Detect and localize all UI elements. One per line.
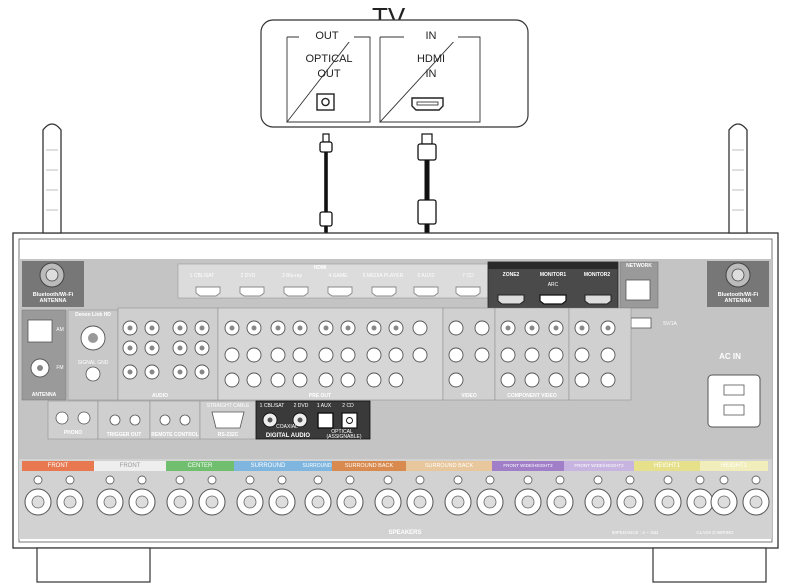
ac-in-socket <box>707 374 761 428</box>
speakers-label: SPEAKERS <box>388 530 422 536</box>
right-foot <box>652 547 767 583</box>
impedance-label: IMPEDANCE : 4 ~ 16Ω <box>611 530 659 535</box>
antenna-label: ANTENNA <box>31 392 57 398</box>
speaker-label-fwh2-l: FRONT WIDE/HEIGHT2 <box>574 463 624 468</box>
tv-in-header: IN <box>404 30 458 42</box>
tv-optical-label-2: OUT <box>317 68 341 80</box>
rca-jacks <box>122 320 616 388</box>
digital-assignable-label: (ASSIGNABLE) <box>326 434 362 440</box>
rs232c-label: RS-232C <box>217 432 239 438</box>
hdmi-in-2: 2 DVD <box>240 273 256 279</box>
digital-in-4-label: 2 CD <box>342 403 354 409</box>
remote-control-label: REMOTE CONTROL <box>151 432 199 438</box>
optical-label: OPTICAL <box>331 429 353 435</box>
video-label: VIDEO <box>461 393 477 399</box>
digital-in-3-label: 1 AUX <box>316 403 332 409</box>
speaker-label-height1-l: HEIGHT1 <box>720 463 747 469</box>
bt-antenna-label-left: Bluetooth/Wi-Fi ANTENNA <box>32 292 74 304</box>
hdmi-out-zone2: ZONE2 <box>502 272 520 278</box>
remote-control-block <box>149 400 201 440</box>
speaker-label-center: CENTER <box>187 463 213 469</box>
denon-link-label: Denon Link HD <box>75 312 111 318</box>
tv-hdmi-label-2: IN <box>425 68 437 80</box>
hdmi-input-ports <box>195 286 481 297</box>
straight-cable-label: STRAIGHT CABLE <box>206 403 250 409</box>
hdmi-in-1: 1 CBL/SAT <box>189 273 215 279</box>
left-antenna <box>22 123 84 307</box>
trigger-out-label: TRIGGER OUT <box>106 432 142 438</box>
phono-label: PHONO <box>63 430 83 436</box>
receiver-optical-in-1 <box>317 412 334 429</box>
speaker-label-front-l: FRONT <box>119 463 141 469</box>
digital-in-1-label: 1 CBL/SAT <box>259 403 285 409</box>
tv-hdmi-label-1: HDMI <box>416 53 446 65</box>
hdmi-in-3: 3 Blu-ray <box>281 273 302 279</box>
class-d-label: CLASS D WIRING <box>696 530 734 535</box>
left-foot <box>36 547 151 583</box>
speaker-label-surround-r: SURROUND <box>250 463 286 469</box>
am-label: AM <box>56 327 64 333</box>
hdmi-output-ports <box>497 294 612 305</box>
tv-out-header: OUT <box>300 30 354 42</box>
speaker-label-front-r: FRONT <box>47 463 69 469</box>
pre-out-label: PRE OUT <box>308 393 332 399</box>
speaker-label-fwh2-r: FRONT WIDE/HEIGHT2 <box>503 463 553 468</box>
network-label: NETWORK <box>626 263 652 269</box>
speaker-color-bar <box>22 461 768 471</box>
hdmi-out-monitor1: MONITOR1 <box>539 272 567 278</box>
tv-optical-label-1: OPTICAL <box>305 53 353 65</box>
hdmi-in-4: 4 GAME <box>328 273 348 279</box>
speaker-label-height1-r: HEIGHT1 <box>653 463 680 469</box>
hdmi-in-6: 6 AUX2 <box>417 273 435 279</box>
denon-link-block <box>67 309 119 401</box>
speaker-label-surround-l: SURROUND <box>302 463 332 469</box>
speaker-label-surround-back-r: SURROUND BACK <box>344 463 394 469</box>
audio-label: AUDIO <box>151 393 169 399</box>
component-video-label: COMPONENT VIDEO <box>507 393 557 399</box>
usb-label: 5V/1A <box>663 321 677 327</box>
hdmi-out-monitor2: MONITOR2 <box>583 272 611 278</box>
ac-in-label: AC IN <box>719 352 741 361</box>
signal-gnd-label: SIGNAL GND <box>77 360 109 366</box>
bt-antenna-label-right: Bluetooth/Wi-Fi ANTENNA <box>717 292 759 304</box>
out-bracket <box>286 36 371 123</box>
coaxial-label: COAXIAL <box>276 424 298 430</box>
speaker-label-surround-back-l: SURROUND BACK <box>424 463 474 469</box>
hdmi-in-7: 7 CD <box>462 273 474 279</box>
hdmi-header: HDMI <box>313 265 327 271</box>
digital-in-2-label: 2 DVD <box>293 403 309 409</box>
right-antenna <box>707 123 769 307</box>
fm-label: FM <box>56 365 64 371</box>
arc-label: ARC <box>547 282 559 288</box>
in-bracket <box>378 36 481 123</box>
digital-audio-label: DIGITAL AUDIO <box>265 433 311 439</box>
usb-port <box>630 317 652 329</box>
hdmi-in-5: 5 MEDIA PLAYER <box>362 273 404 279</box>
trigger-out-block <box>97 400 151 440</box>
